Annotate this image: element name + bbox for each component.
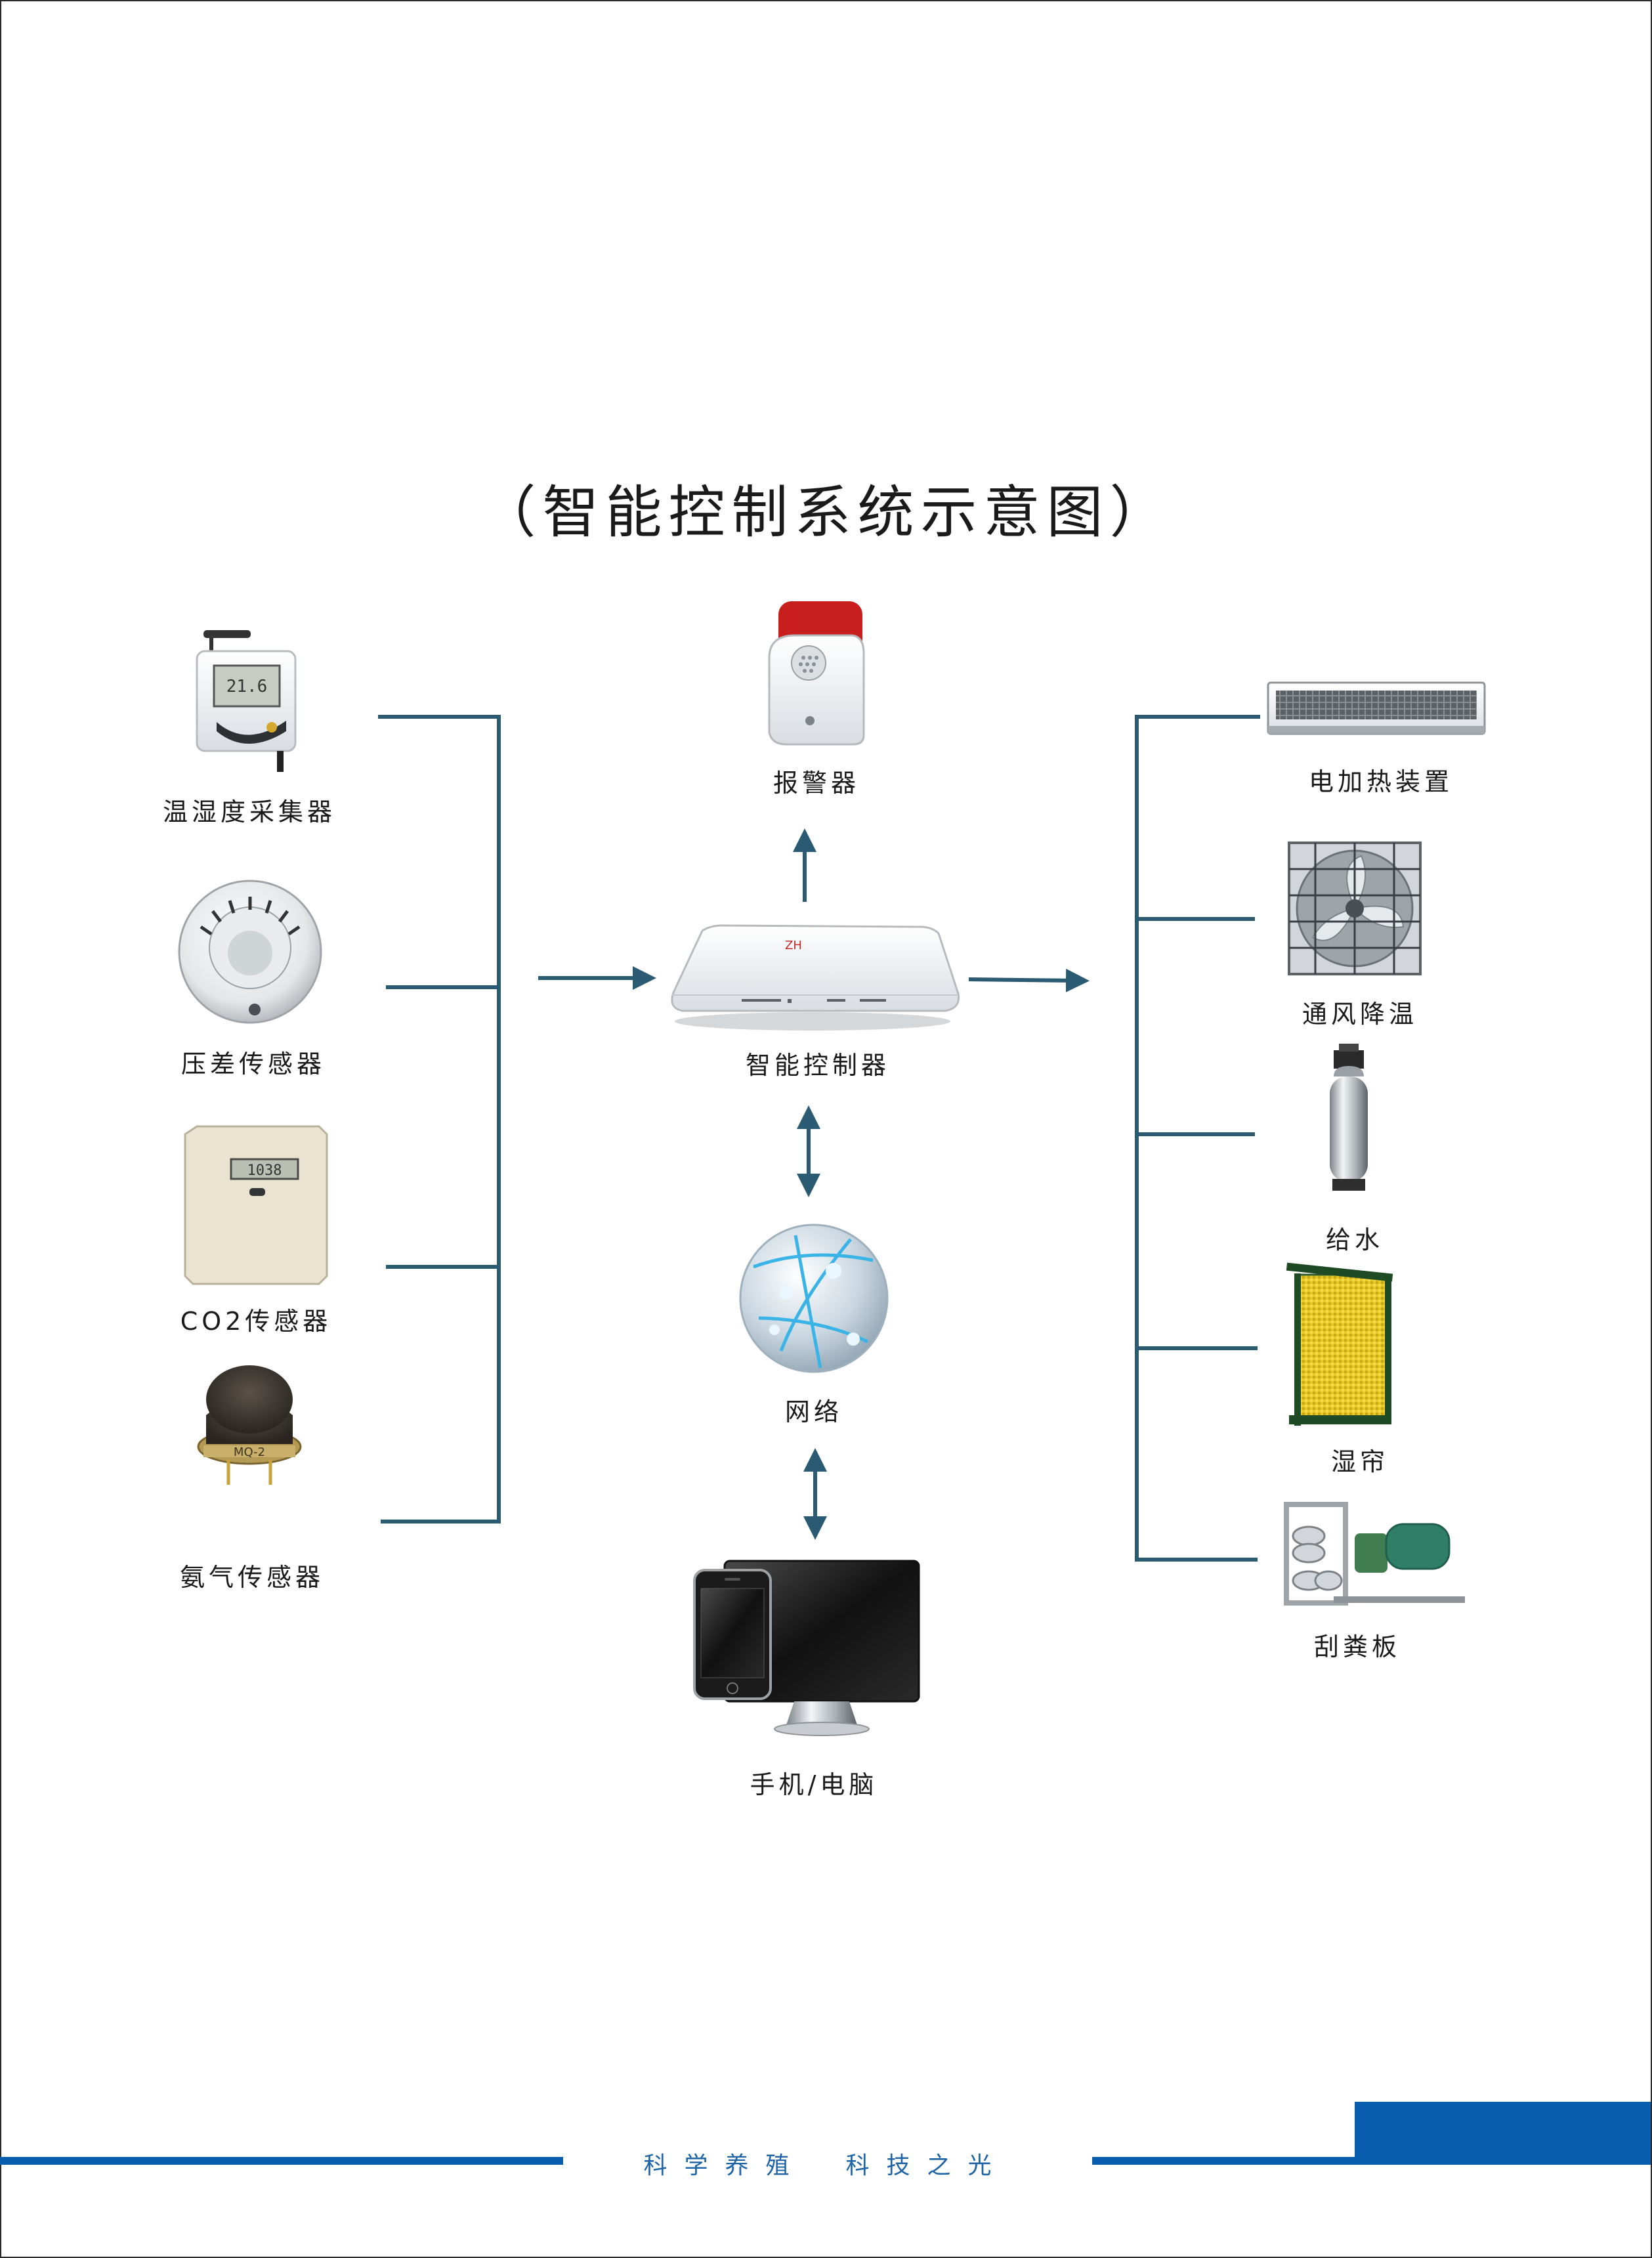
svg-text:ZH: ZH [785, 939, 802, 952]
controller-label: 智能控制器 [745, 1051, 891, 1080]
footer-slogan: 科学养殖 科技之光 [643, 2146, 1008, 2181]
svg-text:1038: 1038 [247, 1162, 282, 1179]
manure-scraper-icon [1284, 1502, 1465, 1606]
terminal-label: 手机/电脑 [750, 1770, 878, 1799]
ammonia-sensor-icon: MQ-2 [197, 1365, 302, 1485]
sensor-label-ammonia: 氨气传感器 [179, 1563, 325, 1592]
co2-sensor-icon: 1038 [184, 1125, 328, 1285]
slogan-left: 科学养殖 [643, 2152, 807, 2179]
footer-line-left [0, 2157, 563, 2165]
wet-curtain-icon [1286, 1262, 1393, 1426]
footer-corner-block [1355, 2102, 1651, 2157]
phone-computer-icon [693, 1560, 920, 1736]
sensor-label-co2: CO2传感器 [180, 1307, 332, 1336]
svg-text:21.6: 21.6 [226, 677, 268, 696]
water-tank-icon [1330, 1044, 1368, 1191]
electric-heater-icon [1267, 681, 1486, 735]
network-label: 网络 [784, 1397, 843, 1426]
alarm-siren-icon [768, 601, 865, 746]
actuator-label-scraper: 刮粪板 [1313, 1632, 1401, 1661]
diagram-title: （智能控制系统示意图） [479, 480, 1173, 545]
controller-device-icon: ZH [671, 924, 960, 1031]
actuator-label-fan: 通风降温 [1302, 1000, 1418, 1029]
actuator-label-curtain: 湿帘 [1330, 1447, 1389, 1476]
svg-text:MQ-2: MQ-2 [234, 1445, 265, 1459]
slogan-right: 科技之光 [845, 2152, 1009, 2179]
actuator-label-water: 给水 [1325, 1225, 1384, 1254]
exhaust-fan-icon [1288, 841, 1422, 975]
alarm-label: 报警器 [773, 769, 860, 798]
temp-humidity-logger-icon: 21.6 [196, 630, 297, 772]
footer-line-right [1092, 2157, 1651, 2165]
sensor-label-pressure: 压差传感器 [180, 1050, 326, 1078]
pressure-sensor-icon [178, 880, 322, 1024]
actuator-bus [1135, 715, 1260, 1562]
controller-to-actuator-arrow [968, 968, 1090, 992]
actuator-label-heater: 电加热装置 [1308, 767, 1454, 796]
network-globe-icon [739, 1224, 889, 1373]
sensor-label-temp-humidity: 温湿度采集器 [162, 798, 337, 826]
sensor-bus [378, 715, 501, 1523]
